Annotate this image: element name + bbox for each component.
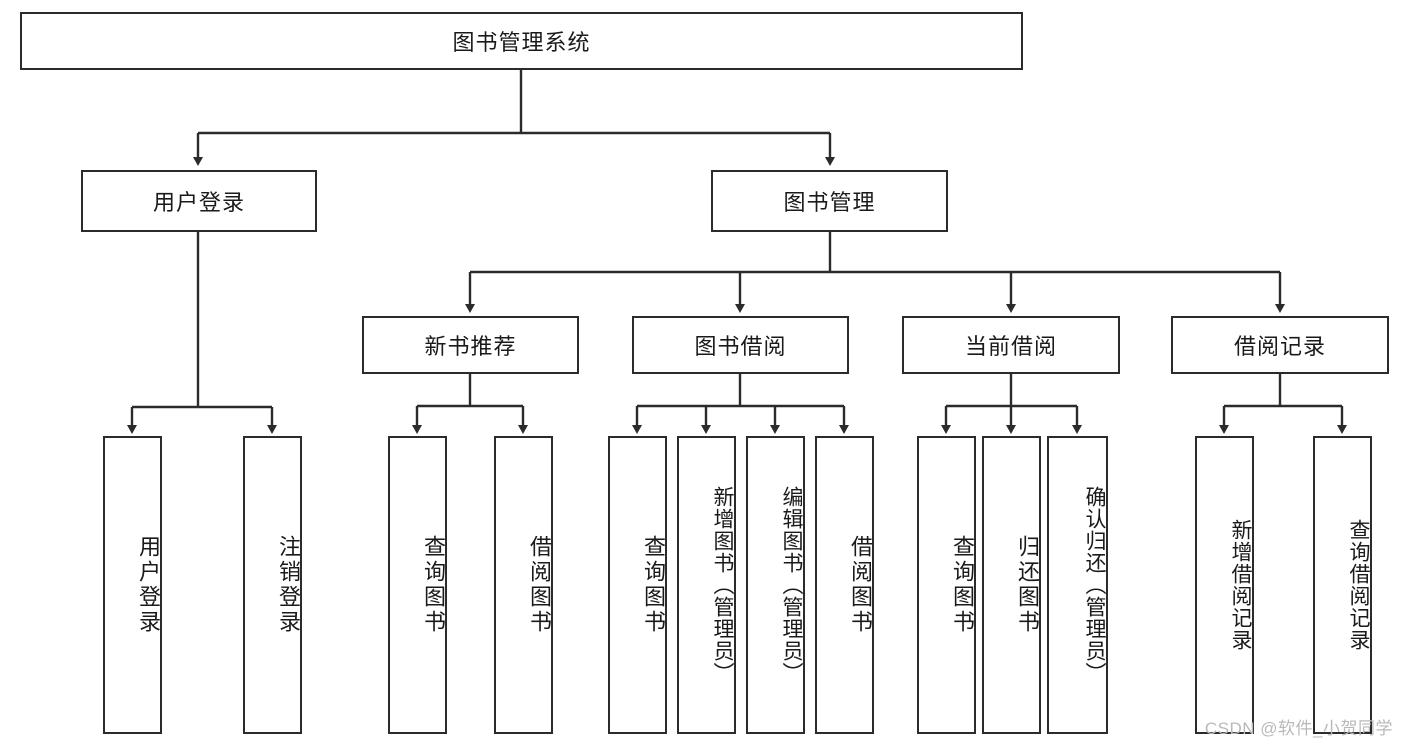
node-label: 图书借阅 (694, 334, 787, 359)
leaf-logout[interactable]: 注销登录 (243, 436, 302, 734)
node-label: 图书管理 (783, 190, 876, 215)
leaf-edit-book-admin[interactable]: 编辑图书（管理员） (746, 436, 805, 734)
leaf-borrow-book[interactable]: 借阅图书 (815, 436, 874, 734)
leaf-borrow-book-recommend[interactable]: 借阅图书 (494, 436, 553, 734)
node-label: 用户登录 (136, 535, 161, 635)
node-label: 借阅图书 (527, 535, 552, 635)
node-label: 借阅记录 (1233, 334, 1326, 359)
node-label: 查询图书 (641, 535, 666, 635)
node-book-management[interactable]: 图书管理 (711, 170, 948, 232)
leaf-add-book-admin[interactable]: 新增图书（管理员） (677, 436, 736, 734)
node-label: 当前借阅 (964, 334, 1057, 359)
node-label: 查询图书 (950, 535, 975, 635)
node-label: 图书管理系统 (452, 30, 591, 55)
leaf-query-book-borrow[interactable]: 查询图书 (608, 436, 667, 734)
node-current-borrow[interactable]: 当前借阅 (902, 316, 1120, 374)
leaf-user-login[interactable]: 用户登录 (103, 436, 162, 734)
leaf-confirm-return-admin[interactable]: 确认归还（管理员） (1047, 436, 1108, 734)
node-user-login[interactable]: 用户登录 (81, 170, 317, 232)
node-root-book-management-system[interactable]: 图书管理系统 (20, 12, 1023, 70)
leaf-add-borrow-record[interactable]: 新增借阅记录 (1195, 436, 1254, 734)
node-label: 新书推荐 (424, 334, 517, 359)
node-label: 确认归还（管理员） (1083, 486, 1106, 684)
node-new-book-recommend[interactable]: 新书推荐 (362, 316, 579, 374)
node-label: 归还图书 (1015, 535, 1040, 635)
leaf-query-book-recommend[interactable]: 查询图书 (388, 436, 447, 734)
leaf-query-borrow-record[interactable]: 查询借阅记录 (1313, 436, 1372, 734)
node-label: 查询图书 (421, 535, 446, 635)
node-label: 新增借阅记录 (1229, 519, 1252, 651)
node-label: 注销登录 (276, 535, 301, 635)
node-label: 新增图书（管理员） (711, 486, 734, 684)
leaf-return-book[interactable]: 归还图书 (982, 436, 1041, 734)
node-borrow-record[interactable]: 借阅记录 (1171, 316, 1389, 374)
node-label: 借阅图书 (848, 535, 873, 635)
node-label: 用户登录 (152, 190, 245, 215)
node-book-borrow[interactable]: 图书借阅 (632, 316, 849, 374)
node-label: 编辑图书（管理员） (780, 486, 803, 684)
leaf-query-book-current[interactable]: 查询图书 (917, 436, 976, 734)
watermark-text: CSDN @软件_小贺同学 (1204, 719, 1393, 738)
node-label: 查询借阅记录 (1347, 519, 1370, 651)
